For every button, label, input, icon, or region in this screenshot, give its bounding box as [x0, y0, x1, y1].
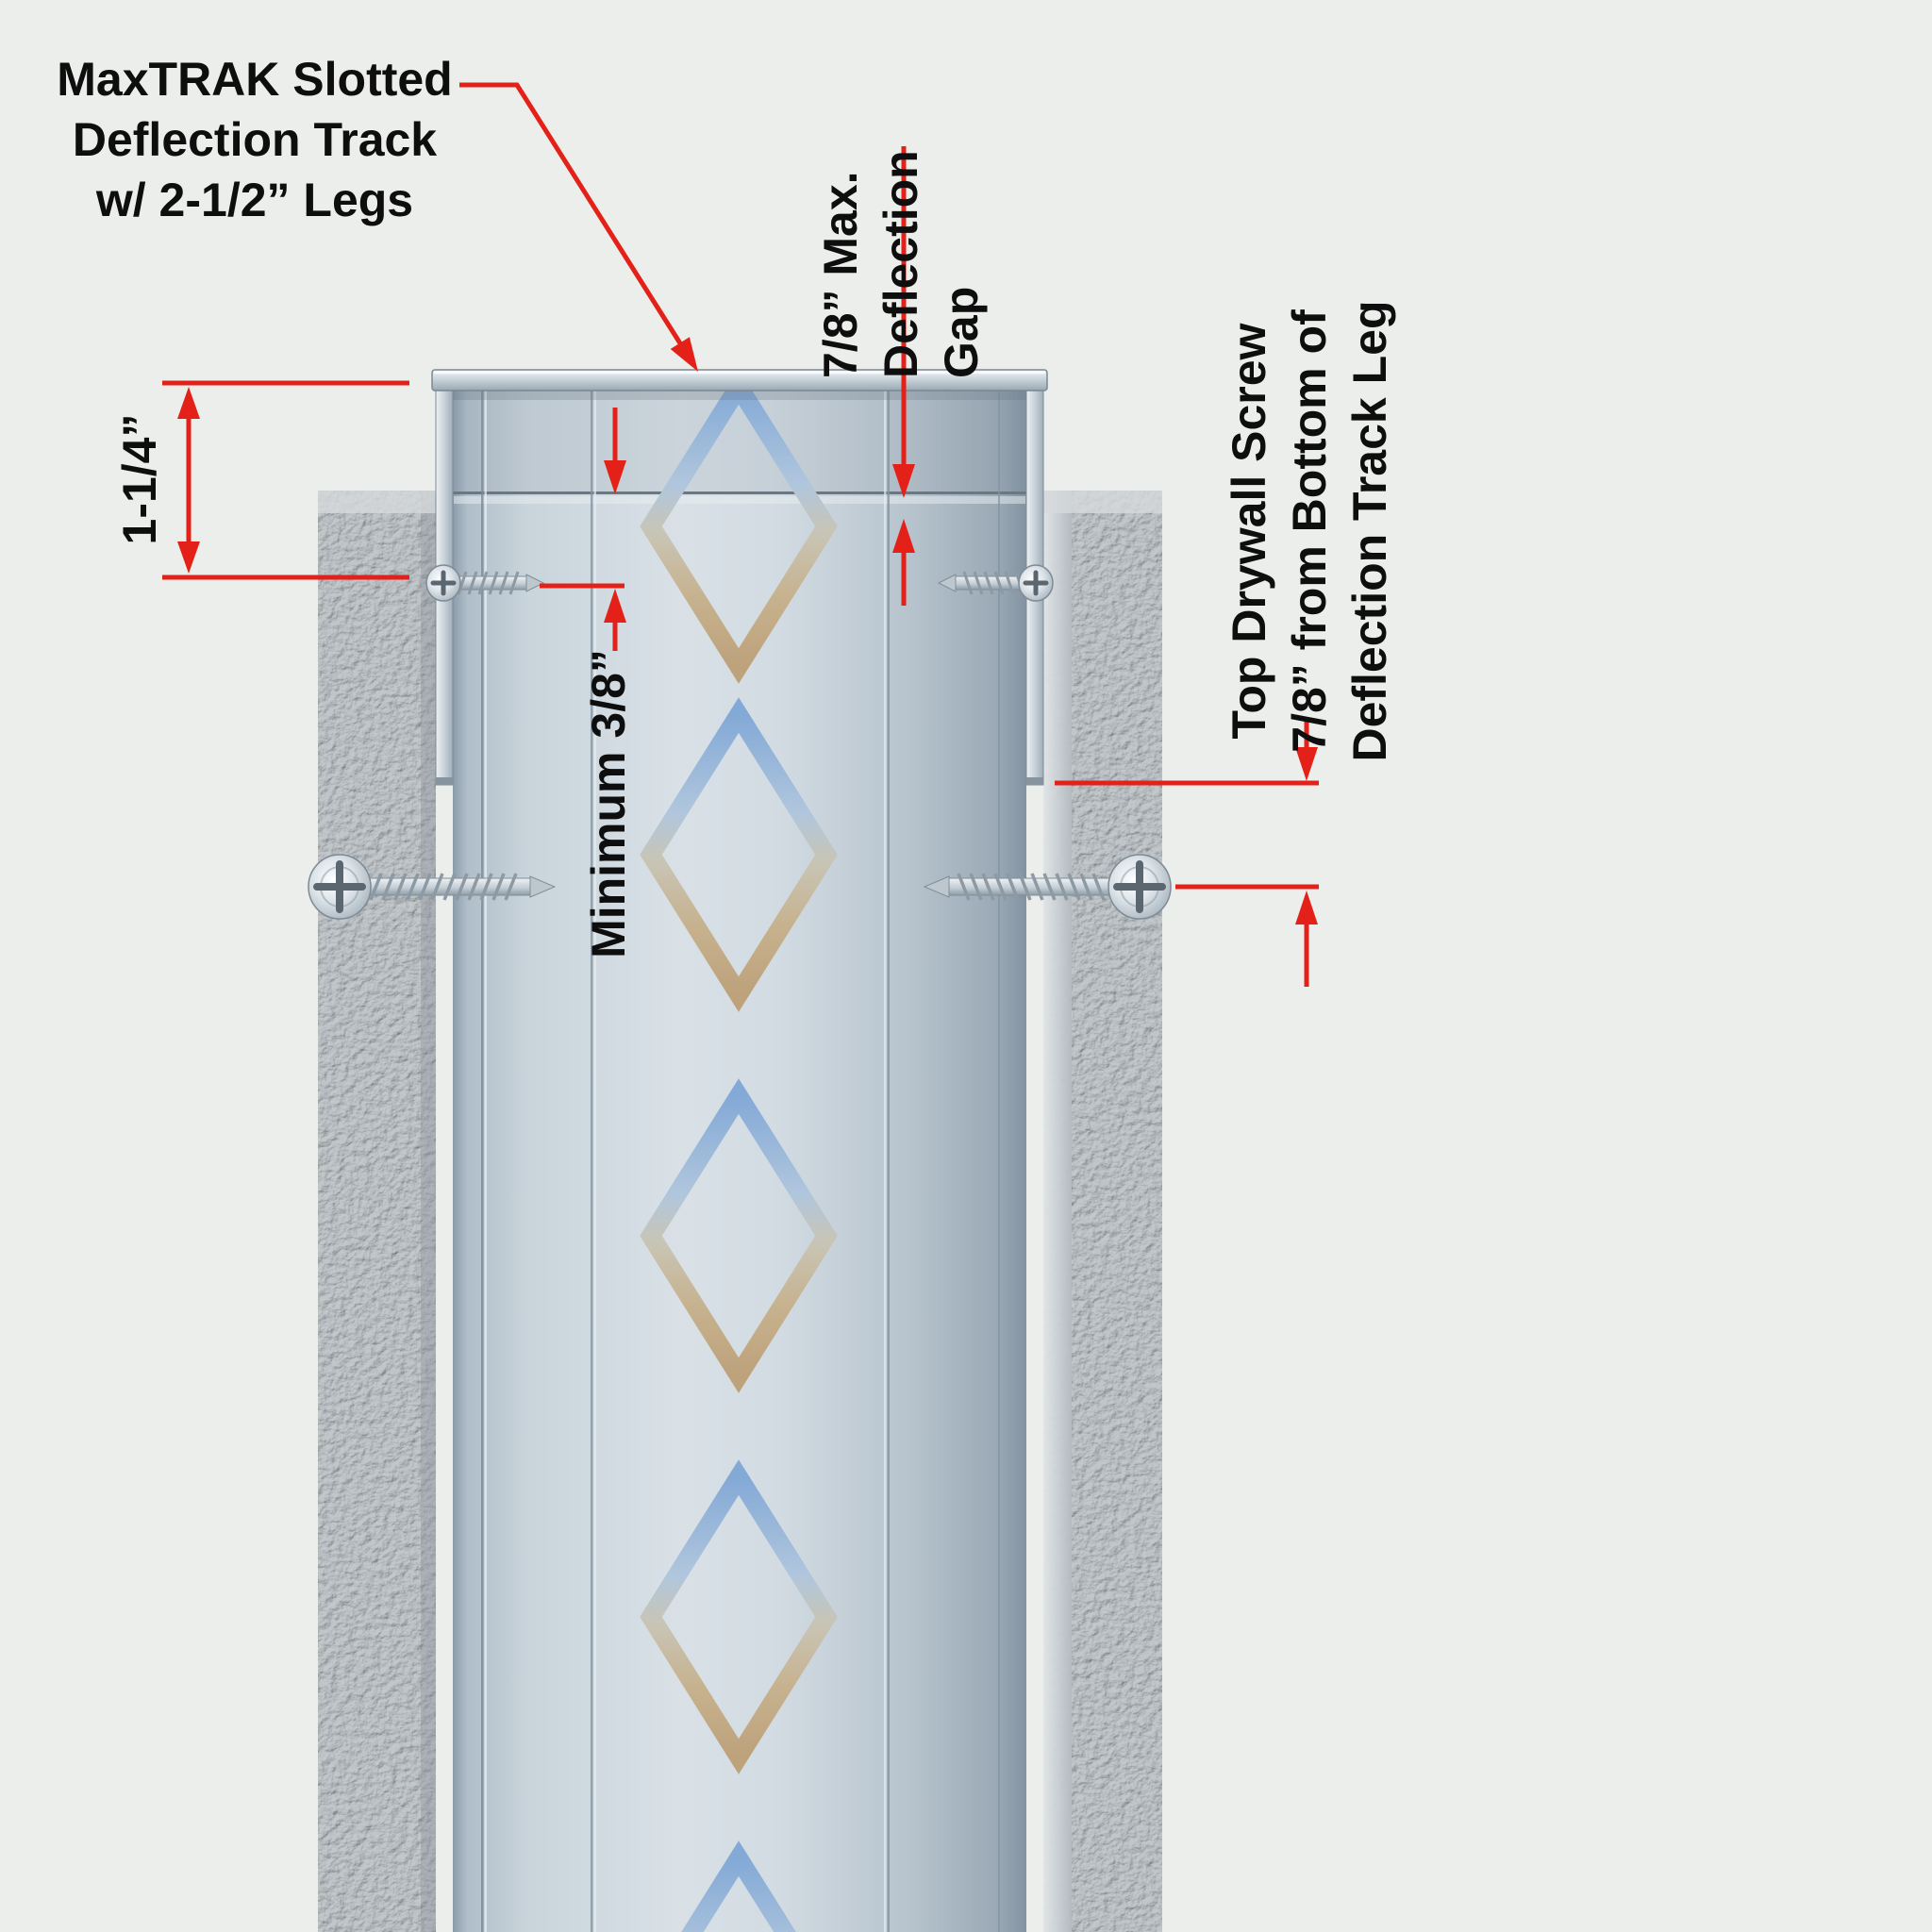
stud-bend-line — [481, 390, 484, 1932]
screw-tip — [923, 875, 950, 898]
track-callout-label: MaxTRAK Slotted Deflection Track w/ 2-1/… — [57, 53, 453, 226]
drywall-left-face — [318, 491, 436, 1932]
stud-groove-left — [591, 390, 593, 1932]
stud-groove-left-highlight — [593, 390, 596, 1932]
knockout-diamond — [640, 369, 838, 684]
arrow-up-icon — [604, 589, 626, 623]
knockout-diamond — [640, 697, 838, 1012]
screw-mid-left — [308, 854, 557, 920]
stud-top-edge — [453, 491, 1026, 494]
top-screw-label: Top Drywall Screw 7/8” from Bottom of De… — [1223, 300, 1396, 762]
drywall-left-panel — [318, 491, 436, 1932]
arrow-up-icon — [177, 387, 200, 419]
screw-tip — [525, 574, 545, 592]
screw-tip — [529, 875, 557, 898]
stud-groove-right-highlight — [884, 390, 887, 1932]
arrow-down-icon — [1295, 747, 1318, 781]
screw-top-right — [937, 564, 1054, 602]
drywall-left-inner-edge — [421, 491, 436, 1932]
track-right-leg-bottom — [1026, 777, 1043, 785]
track-web — [431, 369, 1048, 391]
track-leg-dim-label: 1-1/4” — [113, 413, 166, 545]
dimension-graphics — [162, 82, 1319, 987]
steel-stud — [453, 390, 1026, 1932]
arrow-down-icon — [604, 460, 626, 494]
stud-right-bend-line — [998, 390, 1000, 1932]
stud-groove-right — [887, 390, 890, 1932]
stud-gap-shade — [453, 390, 1026, 495]
stud-gap-band — [453, 390, 1026, 495]
track-left-leg-bottom — [436, 777, 453, 785]
screw-mid-right — [923, 854, 1172, 920]
deflection-gap-label: 7/8” Max. Deflection Gap — [814, 150, 988, 378]
drywall-right-panel — [1043, 491, 1162, 1932]
leader-arrowhead-icon — [670, 337, 698, 372]
min-embed-label: Minimum 3/8” — [582, 649, 635, 958]
screw-top-left — [425, 564, 545, 602]
drywall-left-top-edge — [318, 491, 436, 513]
screw-threads — [369, 873, 518, 901]
phillips-cross-icon — [1023, 570, 1049, 596]
screw-threads — [957, 873, 1106, 901]
stud-bend-highlight — [484, 390, 487, 1932]
track-web-shadow — [453, 391, 1026, 400]
arrow-down-icon — [177, 541, 200, 574]
drywall-right-top-edge — [1043, 491, 1162, 513]
stud-knockout-diamonds — [640, 369, 838, 1932]
arrow-up-icon — [1295, 891, 1318, 924]
knockout-diamond — [640, 1459, 838, 1774]
knockout-diamond — [640, 1078, 838, 1393]
drywall-right-inner-edge — [1043, 491, 1072, 1932]
phillips-cross-icon — [313, 860, 366, 913]
screw-tip — [937, 574, 957, 592]
arrow-down-icon — [892, 464, 915, 498]
stud-top-highlight — [454, 496, 1025, 504]
screw-threads — [457, 571, 520, 595]
track-leader-line — [459, 82, 683, 345]
arrow-up-icon — [892, 519, 915, 553]
phillips-cross-icon — [430, 570, 457, 596]
screw-threads — [962, 571, 1025, 595]
phillips-cross-icon — [1113, 860, 1166, 913]
